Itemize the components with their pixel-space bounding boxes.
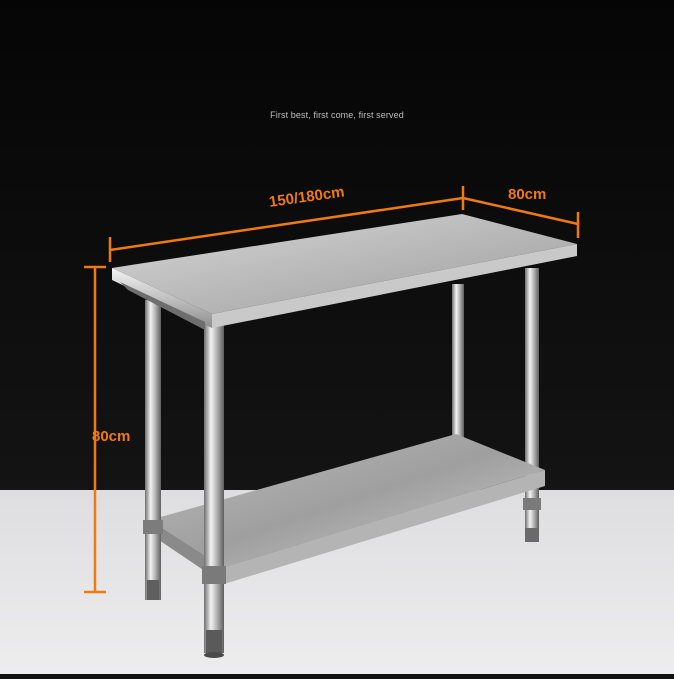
- front-right-leg: [204, 325, 224, 653]
- table-top: [112, 214, 577, 314]
- dimension-lines: [84, 186, 580, 594]
- depth-dimension-label: 80cm: [508, 186, 547, 203]
- front-left-leg: [145, 300, 161, 600]
- lower-shelf: [150, 434, 545, 568]
- back-right-leg: [525, 268, 539, 538]
- tagline: First best, first come, first served: [270, 110, 404, 120]
- height-dimension-label: 80cm: [92, 428, 131, 445]
